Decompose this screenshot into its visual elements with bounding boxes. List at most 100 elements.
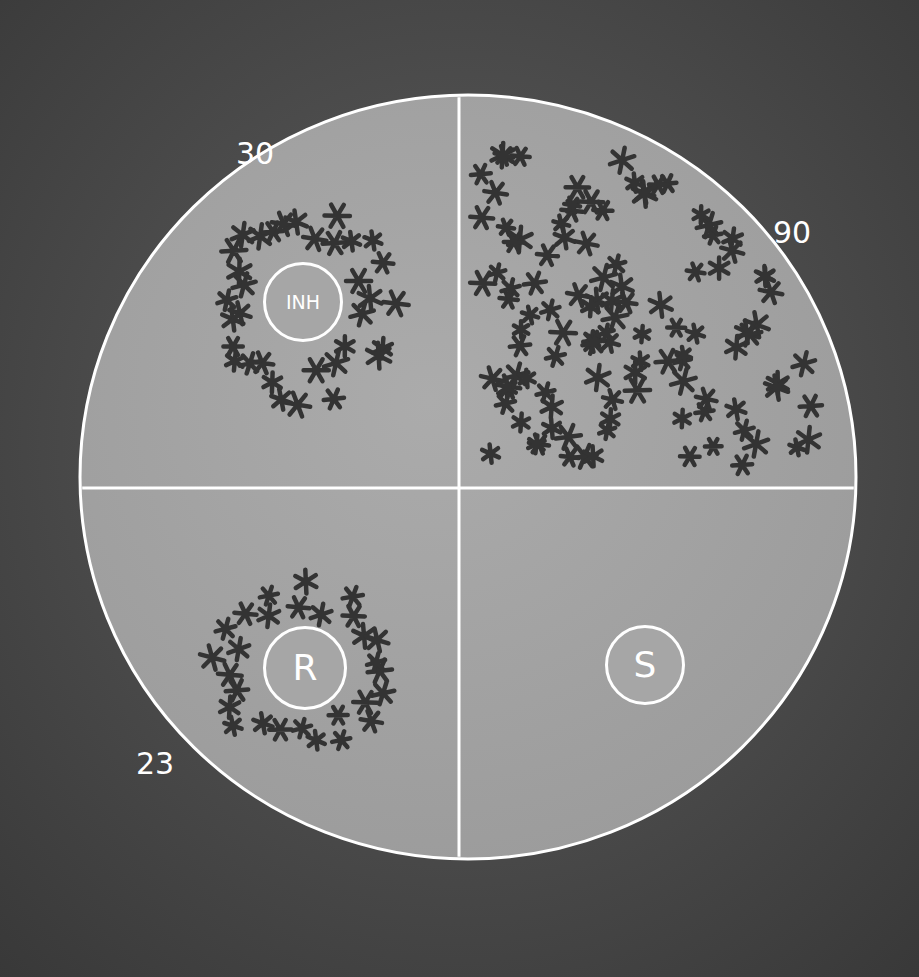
colony <box>546 347 565 366</box>
colony <box>253 713 272 733</box>
colony <box>721 240 743 262</box>
colony <box>496 394 515 413</box>
quadrant-dividers <box>75 90 862 865</box>
colony <box>635 326 650 342</box>
colony <box>504 233 524 251</box>
colony <box>529 435 549 454</box>
colony <box>738 323 762 346</box>
colony <box>288 597 310 617</box>
colony <box>498 220 514 235</box>
colony <box>220 697 239 718</box>
colony <box>303 228 326 250</box>
colony <box>650 293 672 317</box>
colony <box>626 174 643 192</box>
colony <box>492 143 514 168</box>
colony <box>607 256 625 274</box>
colony <box>373 253 394 272</box>
colony <box>482 445 499 463</box>
colony <box>582 297 599 316</box>
colony <box>793 352 816 375</box>
colony <box>671 369 696 394</box>
colony <box>599 422 615 439</box>
antibiotic-disc: S <box>605 625 685 705</box>
colony <box>285 211 307 234</box>
colony <box>223 338 242 355</box>
colony <box>732 456 752 474</box>
colony <box>502 279 520 297</box>
disc-label: R <box>292 648 317 688</box>
colony <box>343 232 360 251</box>
colony <box>598 325 614 341</box>
colony <box>797 427 820 452</box>
colony-count: 90 <box>773 215 811 250</box>
colony <box>514 321 528 338</box>
colony <box>705 439 722 454</box>
colony <box>271 389 291 410</box>
colony <box>232 223 254 246</box>
colony <box>234 604 256 624</box>
colony <box>760 281 783 303</box>
colony <box>361 711 382 731</box>
dish-outline <box>80 95 856 859</box>
colony <box>329 707 348 724</box>
colony <box>311 604 332 626</box>
colony <box>367 343 390 369</box>
colony <box>519 370 535 387</box>
colony <box>800 396 822 416</box>
colony <box>626 361 645 383</box>
colony <box>343 587 363 606</box>
colony <box>522 307 538 324</box>
colony <box>575 233 597 254</box>
colony <box>584 446 602 466</box>
colony <box>765 376 788 400</box>
colony <box>696 389 717 409</box>
disc-label: INH <box>286 292 320 313</box>
colony <box>537 384 555 402</box>
colony <box>550 321 576 344</box>
colony <box>674 410 690 428</box>
colony <box>676 347 691 363</box>
colony <box>218 664 242 686</box>
colony <box>567 284 590 306</box>
colony <box>470 272 495 294</box>
colony <box>226 680 249 700</box>
colony <box>756 266 774 286</box>
colony <box>324 390 344 409</box>
colony <box>470 207 493 228</box>
colony <box>591 265 616 290</box>
colony <box>367 653 385 671</box>
colony <box>513 414 529 432</box>
colony <box>260 587 278 605</box>
colony <box>258 605 279 627</box>
colony <box>353 692 377 713</box>
colony <box>537 246 558 265</box>
colony <box>694 206 709 223</box>
colony <box>524 273 546 294</box>
disc-label: S <box>634 645 657 685</box>
colony <box>216 619 236 639</box>
colony <box>555 227 575 248</box>
colony <box>366 629 388 652</box>
colony <box>325 205 350 227</box>
colony <box>735 421 754 440</box>
colony <box>228 638 249 660</box>
colony <box>616 293 636 312</box>
colony <box>727 399 746 419</box>
antibiotic-disc: R <box>263 626 347 710</box>
colony <box>495 146 514 164</box>
colony <box>269 720 291 739</box>
colony <box>293 719 311 737</box>
colony <box>359 286 382 311</box>
colony <box>224 717 241 735</box>
colony <box>610 148 634 173</box>
colony <box>510 336 530 355</box>
colony <box>710 258 729 279</box>
colony-count: 23 <box>136 746 174 781</box>
colony <box>364 232 381 250</box>
inhibitor-disc: INH <box>263 262 343 342</box>
colony <box>484 182 507 203</box>
colony <box>200 646 224 670</box>
colony <box>295 570 316 594</box>
